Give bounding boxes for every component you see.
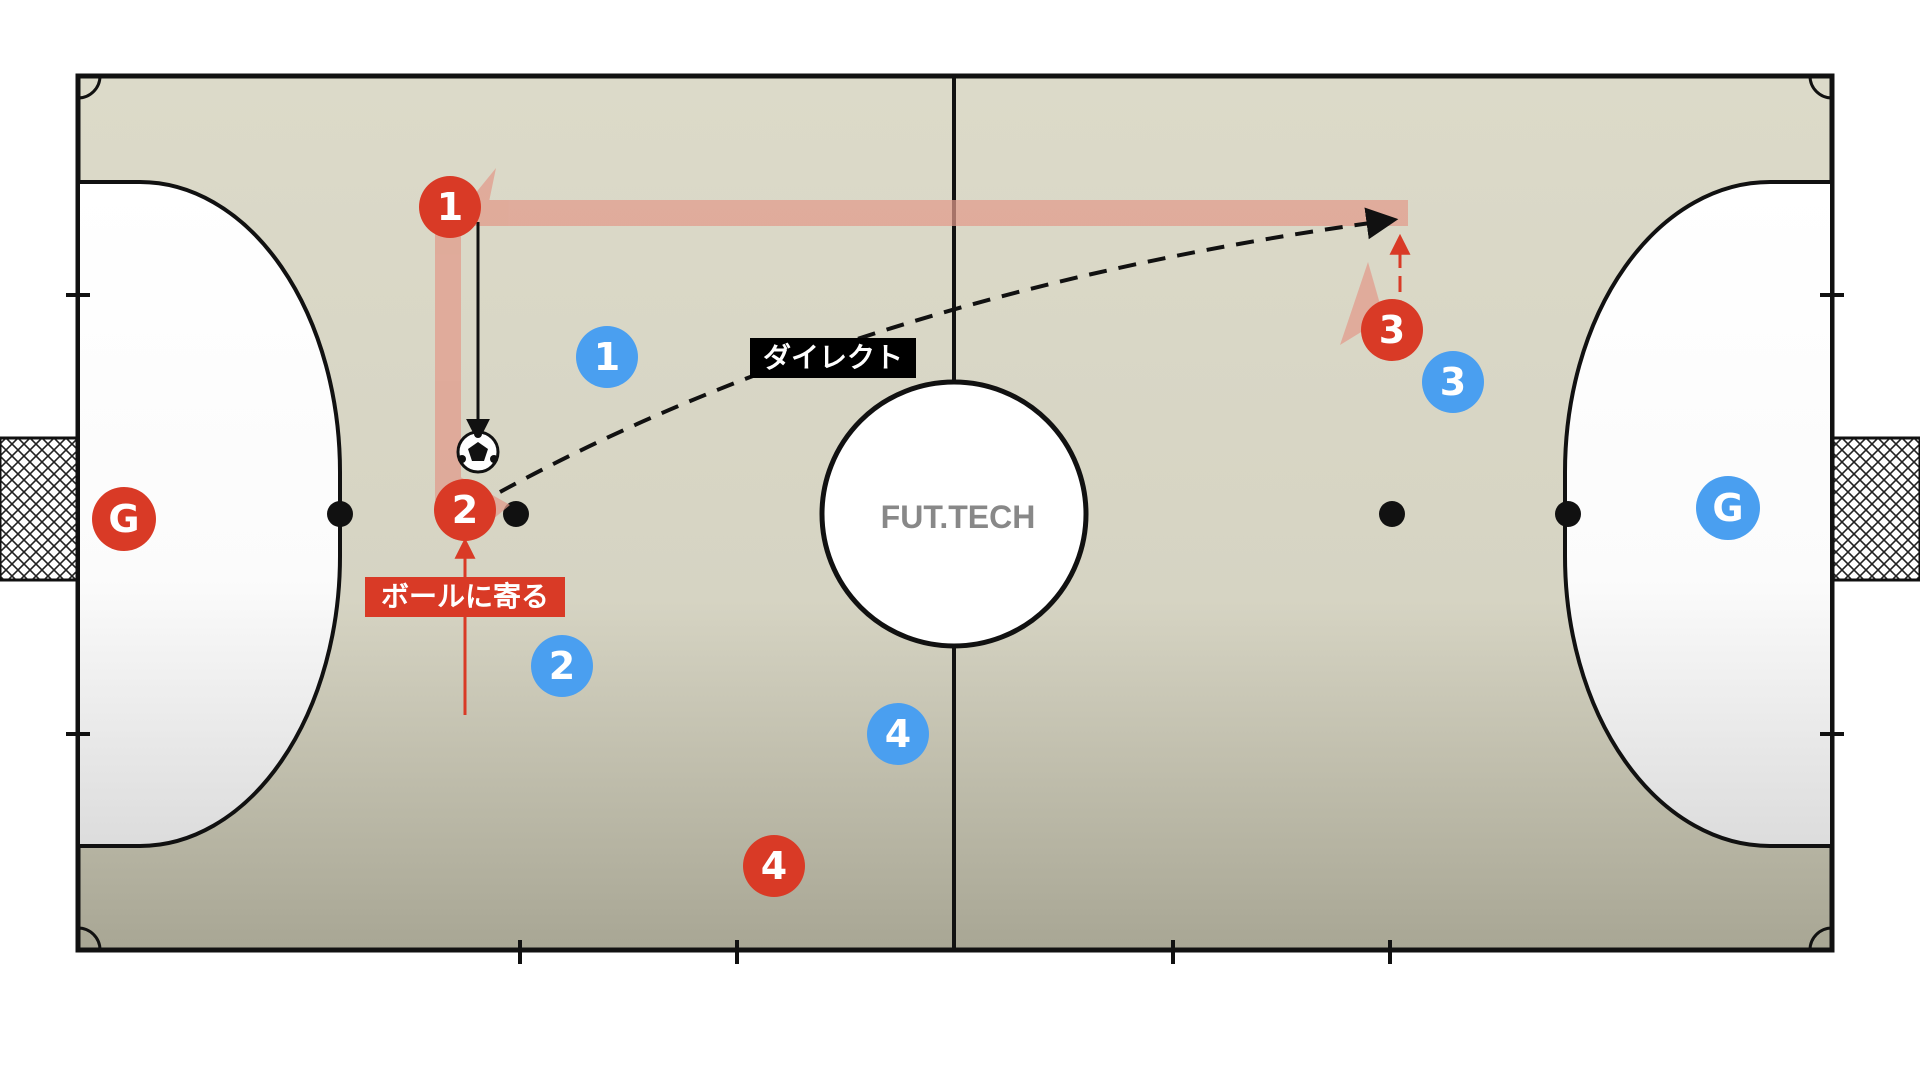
right-second-penalty-spot — [1379, 501, 1405, 527]
direct-pass-arrow — [499, 207, 1399, 494]
svg-text:1: 1 — [437, 185, 463, 229]
right-penalty-spot — [1555, 501, 1581, 527]
svg-text:4: 4 — [885, 712, 911, 756]
left-penalty-area — [76, 180, 342, 848]
corner-arc-tl — [77, 75, 102, 100]
svg-text:4: 4 — [761, 844, 787, 888]
left-penalty-spot — [327, 501, 353, 527]
blue-player-2: 2 — [531, 635, 593, 697]
blue-goalkeeper: G — [1696, 476, 1760, 540]
left-goal-net-icon — [0, 436, 80, 582]
svg-text:2: 2 — [549, 644, 575, 688]
soccer-ball-icon — [456, 430, 500, 474]
red-player-3: 3 — [1361, 299, 1423, 361]
corner-arc-tr — [1808, 75, 1833, 100]
svg-text:1: 1 — [594, 335, 620, 379]
red-player-2: 2 — [434, 479, 496, 541]
red-player-4: 4 — [743, 835, 805, 897]
svg-text:ボールに寄る: ボールに寄る — [381, 580, 549, 613]
center-circle — [819, 379, 1089, 649]
approach-ball-label: ボールに寄る — [365, 577, 565, 617]
svg-text:G: G — [1712, 486, 1743, 530]
court-tick-marks — [66, 293, 1844, 964]
svg-text:3: 3 — [1379, 308, 1405, 352]
svg-text:3: 3 — [1440, 360, 1466, 404]
svg-text:ダイレクト: ダイレクト — [763, 341, 903, 374]
blue-player-4: 4 — [867, 703, 929, 765]
direct-label: ダイレクト — [750, 338, 916, 378]
red-player-1: 1 — [419, 176, 481, 238]
left-second-penalty-spot — [503, 501, 529, 527]
blue-player-1: 1 — [576, 326, 638, 388]
svg-text:G: G — [108, 497, 139, 541]
red-goalkeeper: G — [92, 487, 156, 551]
corner-arc-br — [1808, 926, 1833, 951]
right-goal-net-icon — [1830, 436, 1920, 582]
svg-text:2: 2 — [452, 488, 478, 532]
corner-arc-bl — [77, 926, 102, 951]
fut-tech-logo: FUT.TECH — [881, 499, 1036, 535]
blue-player-3: 3 — [1422, 351, 1484, 413]
